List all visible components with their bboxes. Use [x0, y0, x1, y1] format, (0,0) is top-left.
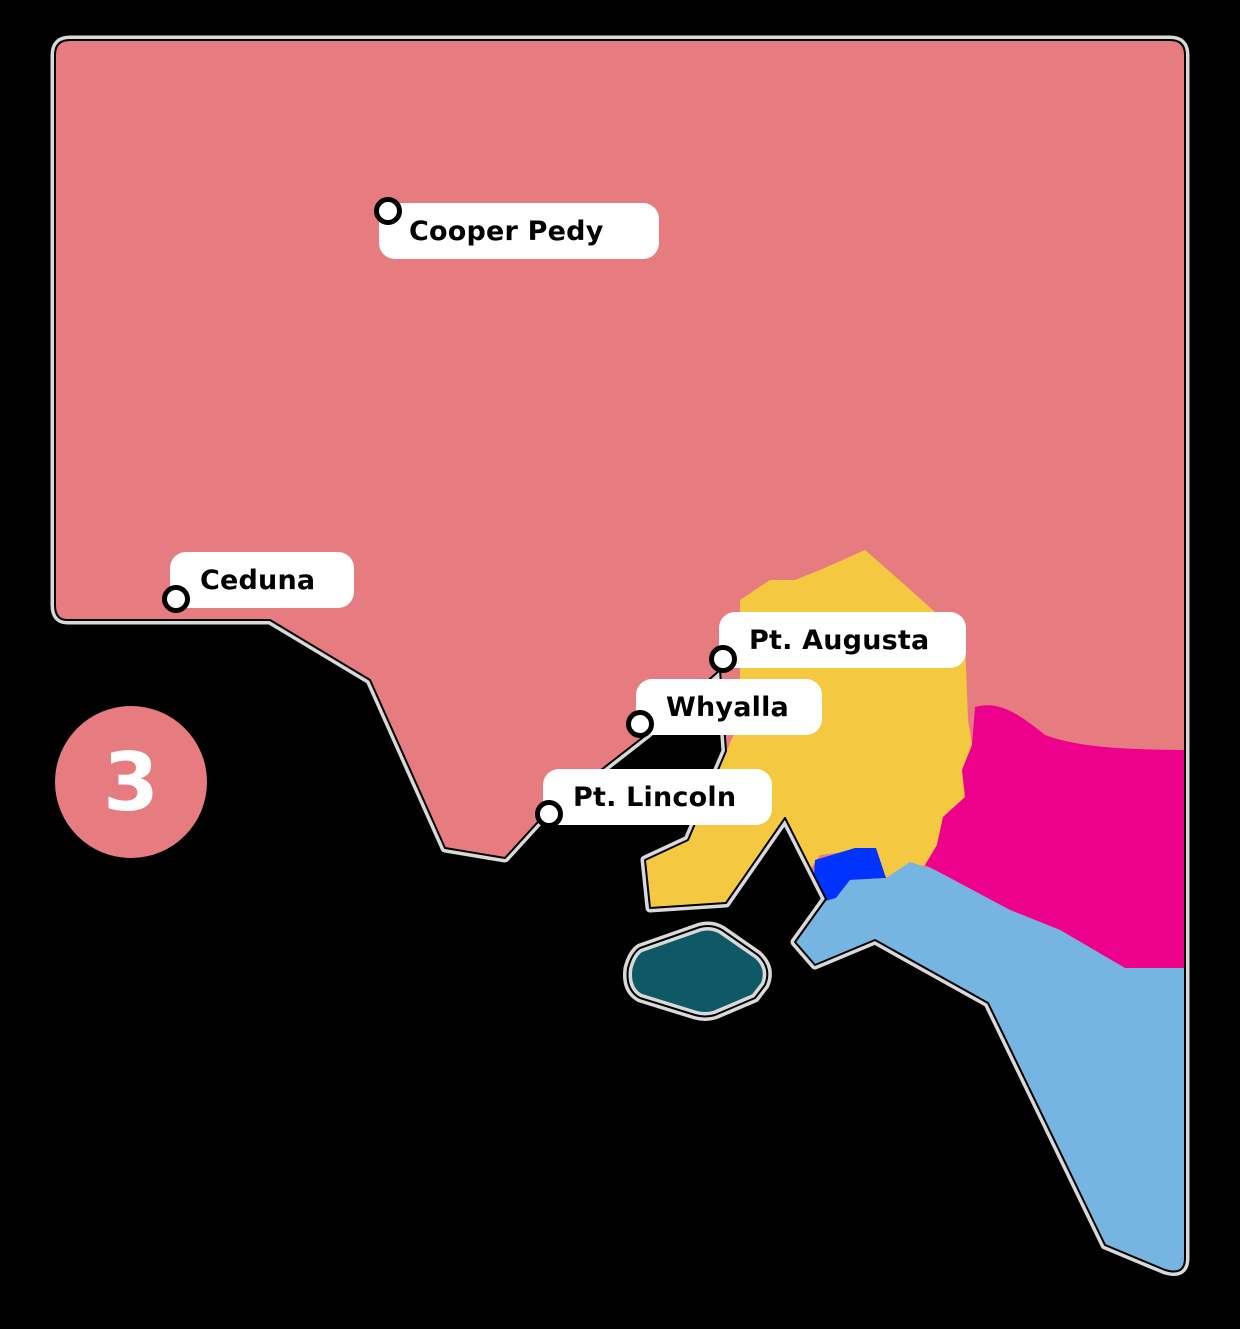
- mainland-outline-inner: [54, 39, 1186, 1273]
- region-mid-north-east: [925, 705, 1185, 968]
- place-label-pt-augusta[interactable]: Pt. Augusta: [719, 612, 966, 668]
- kangaroo-island: [623, 921, 772, 1021]
- region-adelaide: [812, 848, 886, 905]
- place-marker-cooper-pedy-icon[interactable]: [374, 197, 402, 225]
- place-name: Pt. Lincoln: [573, 781, 737, 813]
- place-name: Whyalla: [666, 691, 789, 723]
- region-south-east: [790, 862, 1185, 1272]
- place-marker-whyalla-icon[interactable]: [626, 710, 654, 738]
- region-number-badge: 3: [55, 706, 207, 858]
- place-marker-ceduna-icon[interactable]: [162, 585, 190, 613]
- place-name: Cooper Pedy: [409, 215, 604, 247]
- place-marker-pt-augusta-icon[interactable]: [709, 645, 737, 673]
- place-name: Ceduna: [200, 564, 316, 596]
- place-name: Pt. Augusta: [749, 624, 930, 656]
- place-label-cooper-pedy[interactable]: Cooper Pedy: [379, 203, 659, 259]
- place-marker-pt-lincoln-icon[interactable]: [535, 800, 563, 828]
- place-label-whyalla[interactable]: Whyalla: [636, 679, 822, 735]
- region-number: 3: [103, 735, 159, 829]
- place-label-ceduna[interactable]: Ceduna: [170, 552, 354, 608]
- place-label-pt-lincoln[interactable]: Pt. Lincoln: [543, 769, 772, 825]
